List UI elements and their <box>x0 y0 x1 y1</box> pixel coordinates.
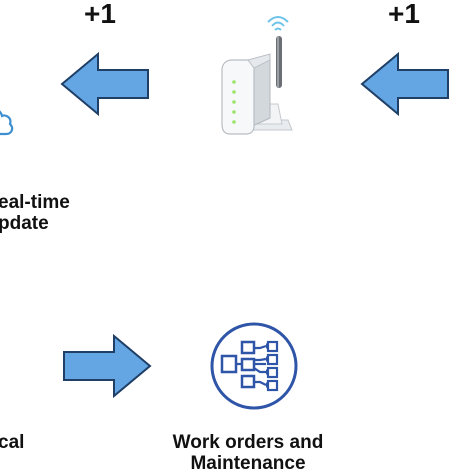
arrow-right-icon <box>60 333 152 399</box>
caption-line: pdate <box>0 213 49 234</box>
work-orders-caption: Work orders and Maintenance <box>148 432 348 474</box>
caption-line: Work orders and <box>172 432 324 453</box>
caption-line: eal-time <box>0 192 70 213</box>
realtime-update-caption: eal-time pdate <box>0 192 70 234</box>
cloud-icon <box>0 96 20 140</box>
caption-line: Maintenance <box>190 453 306 474</box>
arrow-left-icon <box>360 51 452 117</box>
workflow-hierarchy-icon <box>208 320 300 412</box>
partial-caption: cal <box>0 432 25 453</box>
arrow-left-icon <box>60 51 152 117</box>
increment-label-left: +1 <box>84 0 116 29</box>
wifi-router-icon <box>212 8 298 140</box>
increment-label-right: +1 <box>388 0 420 29</box>
